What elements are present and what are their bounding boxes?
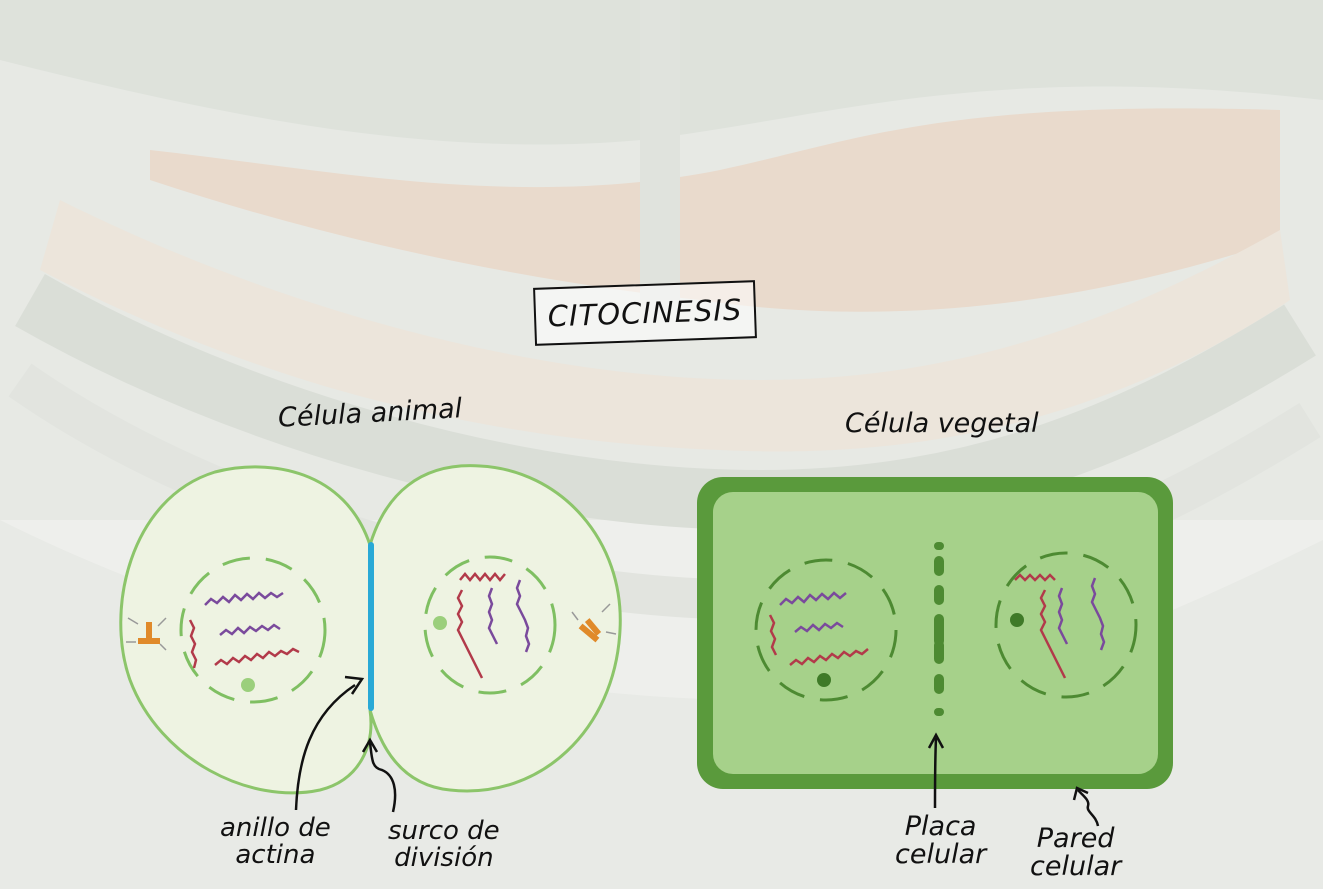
plate-label-line2: celular [895, 841, 986, 869]
wall-label: Pared celular [1030, 825, 1121, 882]
page-title: CITOCINESIS [547, 293, 743, 334]
wall-label-line2: celular [1030, 853, 1121, 881]
plate-label-line1: Placa [895, 813, 986, 841]
actin-ring-label: anillo de actina [220, 815, 331, 870]
plant-cell [697, 477, 1173, 826]
wall-label-line1: Pared [1030, 825, 1121, 853]
actin-ring-label-line1: anillo de [220, 815, 331, 842]
cell-plate [934, 542, 944, 716]
actin-ring-label-line2: actina [220, 842, 331, 869]
furrow-label: surco de división [388, 818, 500, 873]
furrow-label-line1: surco de [388, 818, 500, 845]
plate-label: Placa celular [895, 813, 986, 870]
plate-arrow [935, 738, 936, 808]
title-box: CITOCINESIS [533, 280, 757, 346]
plant-cell-heading: Célula vegetal [845, 410, 1039, 438]
furrow-label-line2: división [388, 845, 500, 872]
